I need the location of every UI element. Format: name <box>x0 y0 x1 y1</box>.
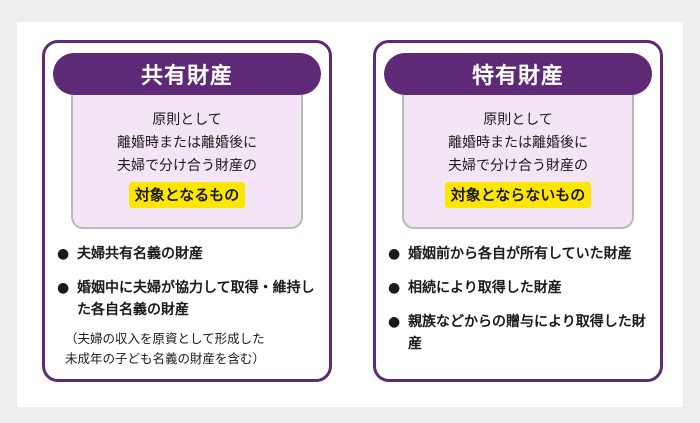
list-item-text: 婚姻中に夫婦が協力して取得・維持した各自名義の財産 <box>77 280 315 318</box>
shared-property-card: 共有財産 原則として 離婚時または離婚後に 夫婦で分け合う財産の 対象となるもの… <box>42 40 332 382</box>
definition-line: 夫婦で分け合う財産の <box>448 158 588 174</box>
list-item-text: 相続により取得した財産 <box>408 280 562 296</box>
list-item-text: 婚姻前から各自が所有していた財産 <box>408 246 632 262</box>
bullet-icon: ● <box>388 280 401 296</box>
highlight-label: 対象とならないもの <box>444 182 592 208</box>
definition-line: 夫婦で分け合う財産の <box>117 158 257 174</box>
list-item: ● 相続により取得した財産 <box>388 277 650 299</box>
separate-property-card: 特有財産 原則として 離婚時または離婚後に 夫婦で分け合う財産の 対象とならない… <box>373 40 663 382</box>
list-item-text: 親族などからの贈与により取得した財産 <box>408 314 646 352</box>
note-line: 未成年の子ども名義の財産を含む） <box>65 351 266 366</box>
definition-line: 離婚時または離婚後に <box>117 135 257 151</box>
note-line: （夫婦の収入を原資として形成した <box>65 331 265 346</box>
list-item: ● 夫婦共有名義の財産 <box>57 243 319 265</box>
list-item-text: 夫婦共有名義の財産 <box>77 246 203 262</box>
list-item: ● 婚姻中に夫婦が協力して取得・維持した各自名義の財産 <box>57 277 319 321</box>
definition-line: 原則として <box>483 112 553 128</box>
definition-line: 離婚時または離婚後に <box>448 135 588 151</box>
note: （夫婦の収入を原資として形成した 未成年の子ども名義の財産を含む） <box>57 329 319 369</box>
definition-box: 原則として 離婚時または離婚後に 夫婦で分け合う財産の 対象となるもの <box>71 95 303 229</box>
definition-box: 原則として 離婚時または離婚後に 夫婦で分け合う財産の 対象とならないもの <box>402 95 634 229</box>
definition-line: 原則として <box>152 112 222 128</box>
bullet-icon: ● <box>388 314 401 330</box>
card-title: 共有財産 <box>53 53 321 95</box>
item-list: ● 夫婦共有名義の財産 ● 婚姻中に夫婦が協力して取得・維持した各自名義の財産 … <box>57 243 319 369</box>
diagram-canvas: 共有財産 原則として 離婚時または離婚後に 夫婦で分け合う財産の 対象となるもの… <box>17 22 683 407</box>
list-item: ● 親族などからの贈与により取得した財産 <box>388 311 650 355</box>
list-item: ● 婚姻前から各自が所有していた財産 <box>388 243 650 265</box>
card-title: 特有財産 <box>384 53 652 95</box>
item-list: ● 婚姻前から各自が所有していた財産 ● 相続により取得した財産 ● 親族などか… <box>388 243 650 367</box>
bullet-icon: ● <box>57 280 70 296</box>
highlight-label: 対象となるもの <box>128 182 246 208</box>
bullet-icon: ● <box>388 246 401 262</box>
bullet-icon: ● <box>57 246 70 262</box>
